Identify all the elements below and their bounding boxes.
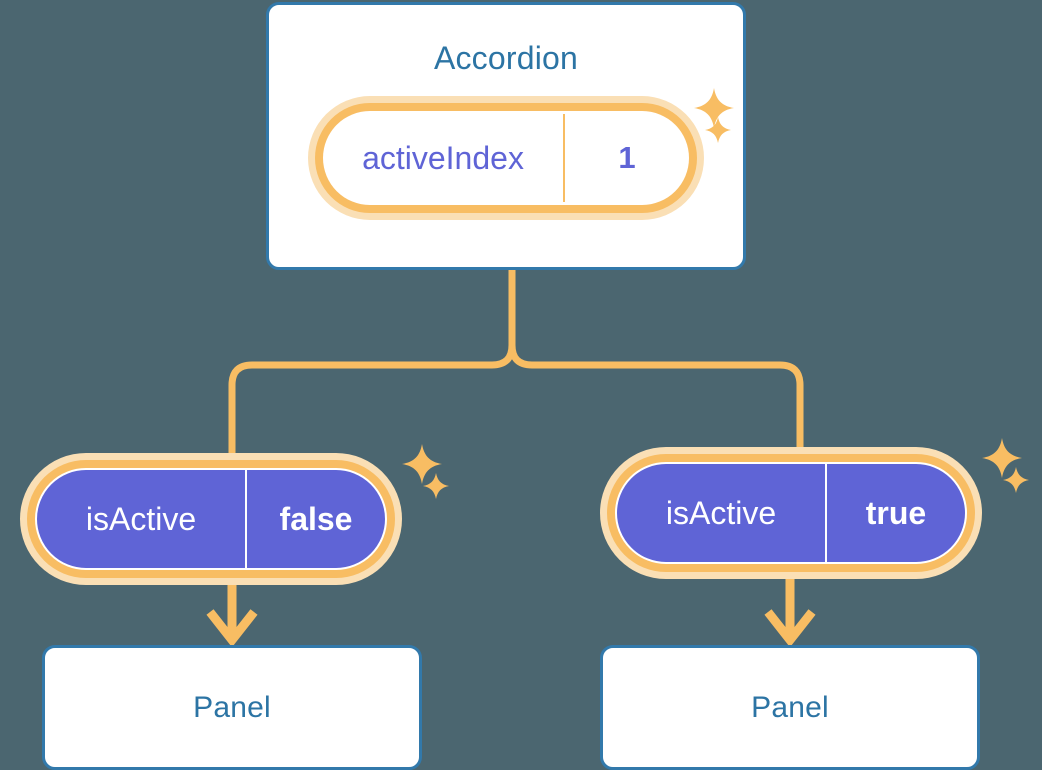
pill-divider bbox=[245, 470, 247, 568]
state-pill-is-active-left[interactable]: isActive false bbox=[20, 453, 402, 585]
state-key-active-index: activeIndex bbox=[362, 139, 524, 176]
pill-body: isActive false bbox=[35, 468, 387, 570]
sparkle-icon-small bbox=[1003, 467, 1029, 493]
tree-connector-path bbox=[228, 266, 804, 459]
pill-divider bbox=[563, 114, 565, 202]
panel-component-box-right[interactable]: Panel bbox=[600, 645, 980, 770]
accordion-title: Accordion bbox=[433, 40, 579, 76]
pill-ring: isActive true bbox=[607, 454, 975, 572]
panel-title-right: Panel bbox=[751, 691, 829, 724]
sparkle-icon bbox=[982, 438, 1022, 478]
state-pill-is-active-right[interactable]: isActive true bbox=[600, 447, 982, 579]
state-key-is-active-left: isActive bbox=[85, 500, 197, 537]
state-value-is-active-left: false bbox=[279, 500, 353, 537]
state-value-active-index: 1 bbox=[618, 140, 636, 175]
pill-ring: activeIndex 1 bbox=[315, 103, 697, 213]
arrow-right bbox=[764, 579, 816, 648]
pill-divider bbox=[825, 464, 827, 562]
panel-component-box-left[interactable]: Panel bbox=[42, 645, 422, 770]
state-key-is-active-right: isActive bbox=[665, 494, 777, 531]
state-pill-active-index[interactable]: activeIndex 1 bbox=[308, 96, 704, 220]
arrow-left bbox=[206, 585, 258, 648]
sparkle-icon bbox=[402, 444, 442, 484]
pill-body: isActive true bbox=[615, 462, 967, 564]
state-value-is-active-right: true bbox=[865, 494, 927, 531]
pill-body: activeIndex 1 bbox=[323, 111, 689, 205]
sparkle-icon-small bbox=[423, 473, 449, 499]
pill-ring: isActive false bbox=[27, 460, 395, 578]
panel-title-left: Panel bbox=[193, 691, 271, 724]
